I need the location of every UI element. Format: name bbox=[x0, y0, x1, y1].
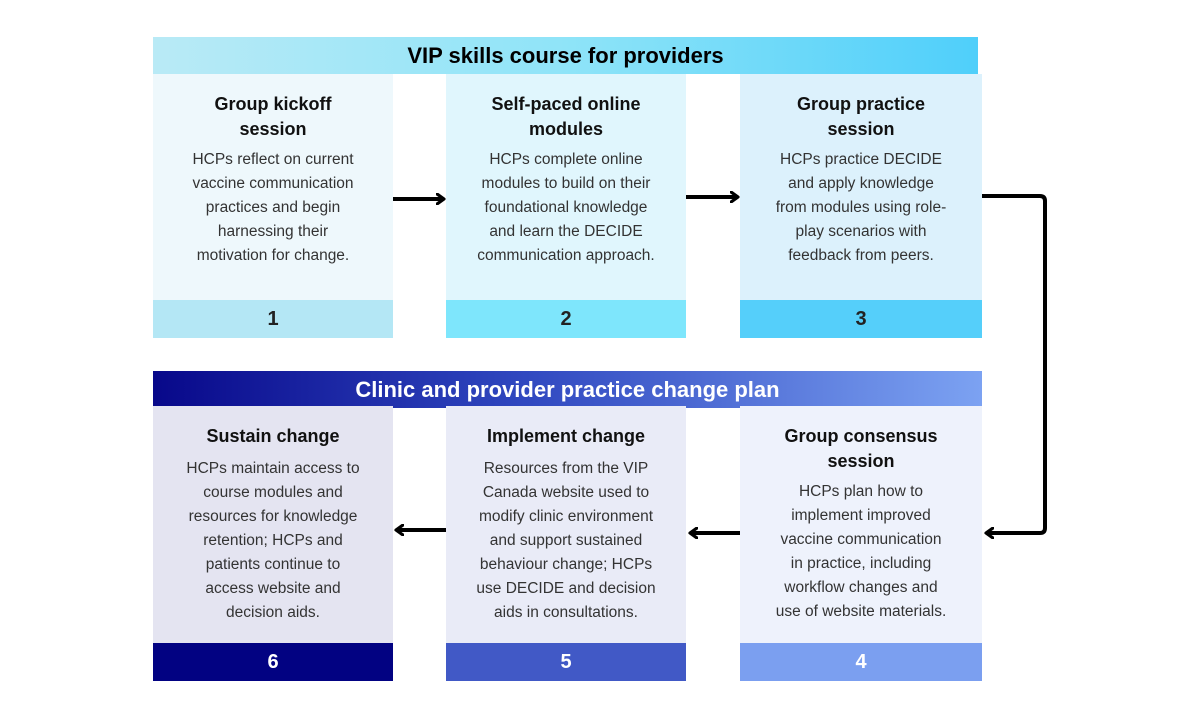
step-description-line: communication approach. bbox=[477, 247, 655, 264]
step-description-line: resources for knowledge bbox=[188, 508, 358, 525]
step-description-line: patients continue to bbox=[205, 556, 341, 573]
step-description-line: play scenarios with bbox=[795, 223, 927, 240]
step-description-line: and learn the DECIDE bbox=[489, 223, 643, 240]
step-description-line: motivation for change. bbox=[196, 247, 350, 264]
step-title-line: Group practice bbox=[796, 94, 926, 114]
step-description-line: HCPs practice DECIDE bbox=[780, 151, 942, 168]
step-title: Group consensus session bbox=[784, 424, 937, 474]
step-description-line: harnessing their bbox=[217, 223, 329, 240]
step-description-line: use of website materials. bbox=[775, 603, 947, 620]
step-description-line: aids in consultations. bbox=[494, 604, 638, 621]
step-title-line: Group kickoff bbox=[214, 94, 332, 114]
step-title: Group practice session bbox=[797, 92, 925, 142]
step-number: 4 bbox=[740, 643, 982, 681]
step-description-line: Canada website used to bbox=[482, 484, 650, 501]
step-title: Self-paced online modules bbox=[491, 92, 640, 142]
step-description-line: vaccine communication bbox=[192, 175, 354, 192]
step-description-line: practices and begin bbox=[205, 199, 341, 216]
step-description: HCPs complete online modules to build on … bbox=[477, 148, 655, 268]
bottom-section-banner: Clinic and provider practice change plan bbox=[153, 371, 982, 408]
step-title-line: Group consensus bbox=[784, 426, 938, 446]
arrow-3-to-4 bbox=[982, 194, 1047, 533]
step-description-line: retention; HCPs and bbox=[203, 532, 343, 549]
step-description-line: HCPs maintain access to bbox=[186, 460, 360, 477]
step-title-line: session bbox=[827, 119, 895, 139]
step-description-line: HCPs reflect on current bbox=[192, 151, 354, 168]
step-description: HCPs reflect on current vaccine communica… bbox=[192, 148, 353, 268]
step-description-line: from modules using role- bbox=[775, 199, 947, 216]
step-description-line: course modules and bbox=[203, 484, 343, 501]
top-section-banner: VIP skills course for providers bbox=[153, 37, 978, 74]
step-description-line: behaviour change; HCPs bbox=[479, 556, 653, 573]
step-title: Sustain change bbox=[206, 424, 339, 449]
step-number: 1 bbox=[153, 300, 393, 338]
step-title: Group kickoff session bbox=[214, 92, 331, 142]
step-description: HCPs maintain access to course modules an… bbox=[186, 457, 359, 625]
step-number: 5 bbox=[446, 643, 686, 681]
step-description-line: vaccine communication bbox=[780, 531, 942, 548]
step-description-line: workflow changes and bbox=[784, 579, 938, 596]
step-description: HCPs practice DECIDE and apply knowledge f… bbox=[776, 148, 947, 268]
step-number: 2 bbox=[446, 300, 686, 338]
step-description-line: modify clinic environment bbox=[478, 508, 653, 525]
step-description-line: and apply knowledge bbox=[788, 175, 934, 192]
step-title: Implement change bbox=[487, 424, 645, 449]
step-description-line: Resources from the VIP bbox=[483, 460, 649, 477]
step-title-line: Implement change bbox=[486, 426, 646, 446]
step-description-line: feedback from peers. bbox=[788, 247, 934, 264]
step-description-line: use DECIDE and decision bbox=[476, 580, 656, 597]
step-title-line: session bbox=[827, 451, 895, 471]
step-number: 3 bbox=[740, 300, 982, 338]
step-description-line: and support sustained bbox=[489, 532, 643, 549]
step-title-line: modules bbox=[528, 119, 603, 139]
step-description: HCPs plan how to implement improved vaccin… bbox=[776, 480, 947, 624]
step-title-line: Sustain change bbox=[206, 426, 340, 446]
step-description-line: access website and bbox=[205, 580, 341, 597]
step-description-line: implement improved bbox=[791, 507, 931, 524]
step-title-line: session bbox=[239, 119, 307, 139]
step-description-line: HCPs complete online bbox=[489, 151, 643, 168]
step-description: Resources from the VIP Canada website use… bbox=[476, 457, 655, 625]
step-description-line: modules to build on their bbox=[481, 175, 651, 192]
step-description-line: decision aids. bbox=[226, 604, 320, 621]
step-description-line: in practice, including bbox=[790, 555, 932, 572]
step-description-line: foundational knowledge bbox=[484, 199, 648, 216]
step-description-line: HCPs plan how to bbox=[798, 483, 924, 500]
step-number: 6 bbox=[153, 643, 393, 681]
step-title-line: Self-paced online bbox=[491, 94, 641, 114]
